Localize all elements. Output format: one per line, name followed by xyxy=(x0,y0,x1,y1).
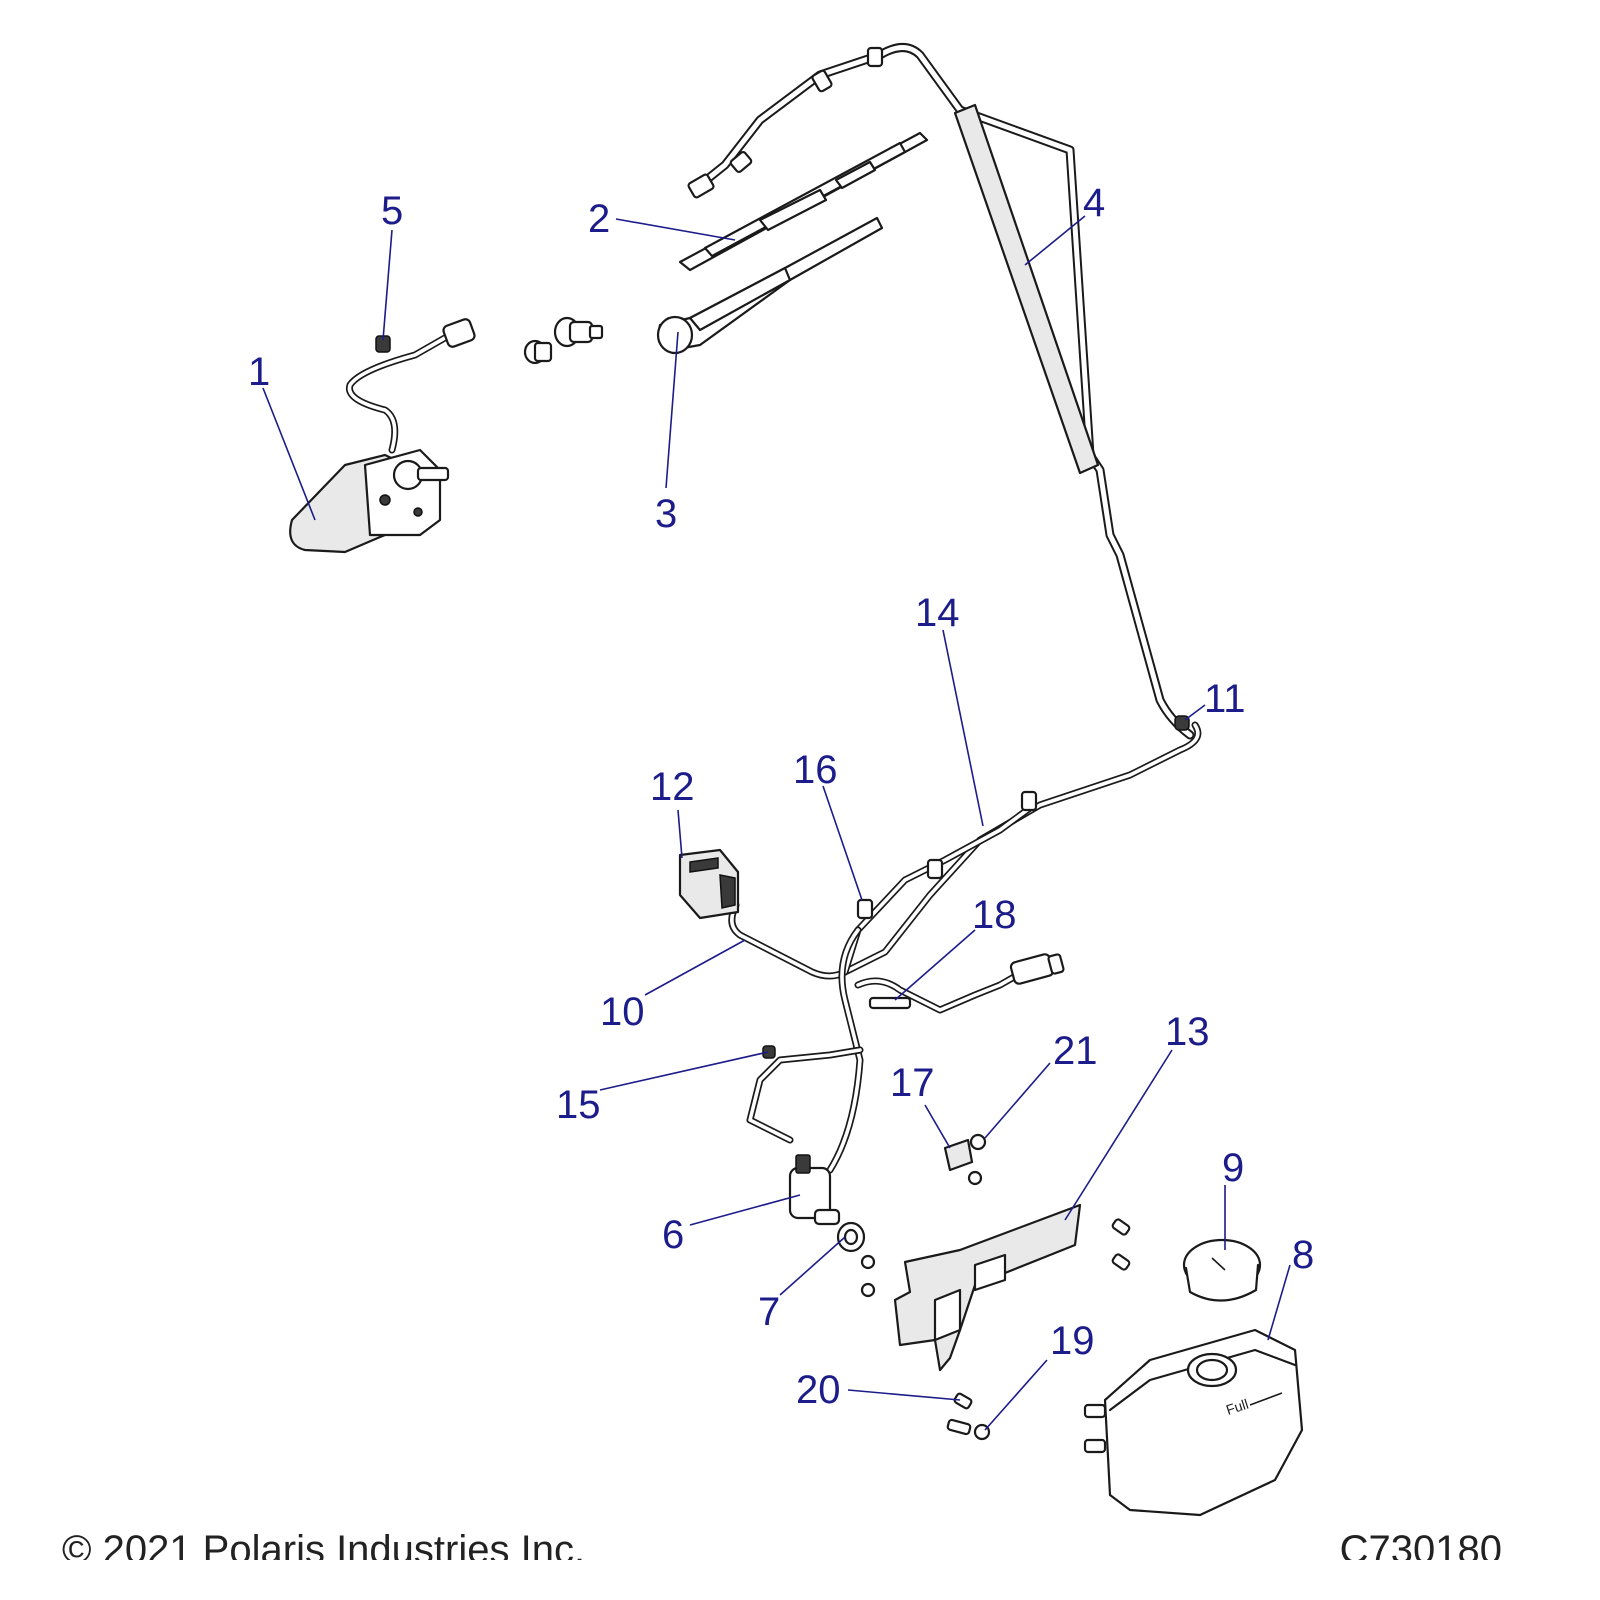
cable-tie xyxy=(868,996,912,1010)
callout-6: 6 xyxy=(662,1213,684,1257)
callout-9: 9 xyxy=(1222,1146,1244,1190)
callout-19: 19 xyxy=(1050,1319,1095,1363)
callout-8: 8 xyxy=(1292,1233,1314,1277)
callout-15: 15 xyxy=(556,1083,601,1127)
leader-11 xyxy=(1184,704,1206,721)
wiper-motor xyxy=(289,318,476,554)
screw xyxy=(953,1392,973,1410)
callout-10: 10 xyxy=(600,990,645,1034)
callout-5: 5 xyxy=(381,189,403,233)
callout-14: 14 xyxy=(915,591,960,635)
copyright-notice: © 2021 Polaris Industries Inc. xyxy=(62,1530,586,1560)
washer-hose xyxy=(687,43,1195,740)
callout-4: 4 xyxy=(1083,181,1105,225)
pump-grommet xyxy=(836,1221,866,1253)
leader-18 xyxy=(894,929,976,1001)
callout-20: 20 xyxy=(796,1368,841,1412)
reservoir-bracket xyxy=(893,1203,1082,1372)
wiper-switch xyxy=(678,848,740,920)
pivot-bushing xyxy=(523,339,553,365)
harness-clip xyxy=(856,898,874,920)
leader-lines xyxy=(262,215,1291,1431)
leader-20 xyxy=(847,1389,961,1401)
leader-5 xyxy=(382,229,393,341)
callout-3: 3 xyxy=(655,492,677,536)
leader-14 xyxy=(942,629,984,827)
leader-2 xyxy=(615,218,736,241)
wiper-blade xyxy=(678,131,929,272)
bolt xyxy=(946,1418,991,1441)
leader-8 xyxy=(1267,1264,1291,1341)
flange-nut xyxy=(969,1133,987,1151)
harness-clip xyxy=(926,858,944,880)
wiring-harness xyxy=(728,715,1202,1174)
leader-6 xyxy=(689,1194,801,1226)
harness-clip xyxy=(1020,790,1038,812)
washer-pump xyxy=(788,1154,841,1226)
callout-17: 17 xyxy=(890,1061,935,1105)
harness-clip-small xyxy=(762,1045,776,1059)
callout-labels: 1 2 3 4 5 6 7 8 9 10 11 12 13 14 15 16 1… xyxy=(248,181,1314,1412)
drawing-number: C730180 xyxy=(1339,1530,1502,1560)
leader-15 xyxy=(599,1051,769,1091)
bracket-bolts xyxy=(1111,1218,1131,1271)
callout-7: 7 xyxy=(758,1290,780,1334)
bracket-nuts xyxy=(860,1170,983,1298)
motor-connector xyxy=(442,318,476,348)
reservoir-cap xyxy=(1182,1238,1262,1302)
washer-reservoir: Full xyxy=(1083,1328,1304,1517)
leader-10 xyxy=(644,939,746,996)
leader-13 xyxy=(1064,1049,1173,1221)
hose-fitting xyxy=(811,69,833,93)
hose-fitting xyxy=(866,46,884,68)
hose-fitting xyxy=(729,150,753,174)
mounting-plate xyxy=(943,1138,974,1172)
callout-18: 18 xyxy=(972,893,1017,937)
leader-21 xyxy=(984,1062,1051,1139)
wiper-arm xyxy=(656,216,884,355)
callout-2: 2 xyxy=(588,197,610,241)
hose-sleeve xyxy=(953,103,1100,475)
callout-13: 13 xyxy=(1165,1010,1210,1054)
leader-16 xyxy=(822,785,863,901)
leader-3 xyxy=(665,331,679,489)
leader-19 xyxy=(984,1359,1048,1431)
callout-11: 11 xyxy=(1204,677,1246,721)
reservoir-full-label: Full xyxy=(1224,1396,1250,1418)
leader-12 xyxy=(677,809,683,859)
leader-4 xyxy=(1024,215,1086,266)
leader-1 xyxy=(262,387,316,521)
callout-21: 21 xyxy=(1053,1029,1098,1073)
leader-7 xyxy=(779,1236,846,1296)
pivot-nut xyxy=(553,316,604,348)
callout-16: 16 xyxy=(793,748,838,792)
callout-12: 12 xyxy=(650,765,695,809)
hose-nozzle xyxy=(687,173,715,199)
callout-1: 1 xyxy=(248,350,270,394)
leader-17 xyxy=(924,1104,951,1149)
